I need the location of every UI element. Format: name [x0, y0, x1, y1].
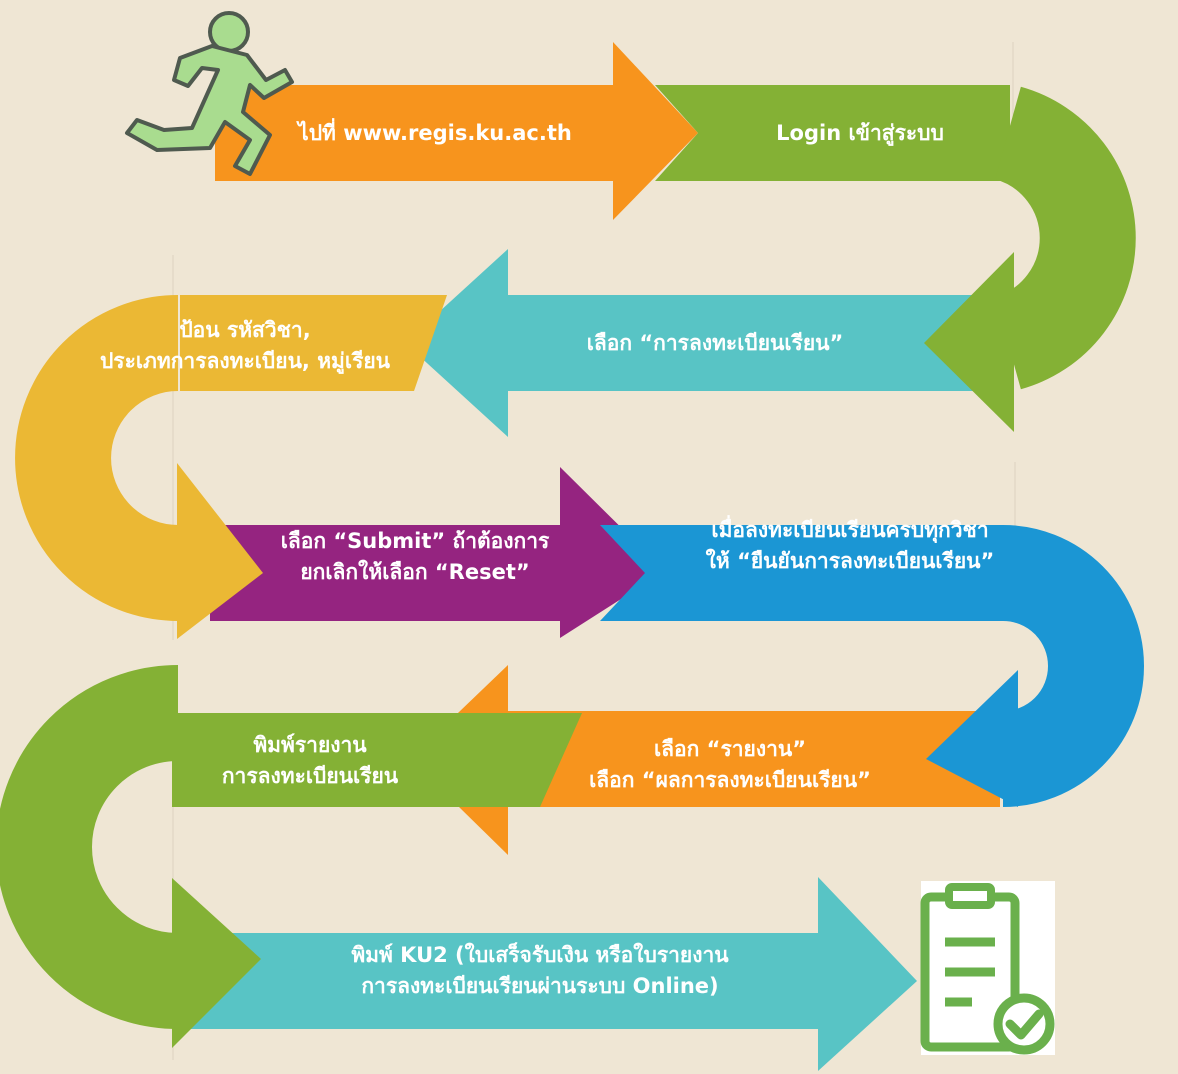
step-login-label: Login เข้าสู่ระบบ — [776, 121, 944, 145]
arrow-login — [655, 85, 1010, 181]
step-print-ku2-label: พิมพ์ KU2 (ใบเสร็จรับเงิน หรือใบรายงาน ก… — [351, 943, 729, 998]
u-turn-row2-row3 — [15, 295, 180, 621]
step-select-registration-label: เลือก “การลงทะเบียนเรียน” — [586, 331, 844, 355]
arrow-submit-reset — [210, 467, 665, 638]
turn-arrowhead-green-right — [924, 252, 1014, 432]
running-man-icon — [125, 11, 294, 176]
arrow-confirm-registration — [600, 525, 1003, 621]
step-submit-reset-label: เลือก “Submit” ถ้าต้องการ ยกเลิกให้เลือก… — [280, 529, 550, 584]
arrow-select-registration — [405, 249, 1003, 437]
turn-arrowhead-blue — [926, 670, 1018, 807]
turn-arrowhead-green — [172, 878, 261, 1048]
arrow-enter-course-info — [180, 295, 447, 391]
step-print-report-label: พิมพ์รายงาน การลงทะเบียนเรียน — [221, 733, 399, 788]
arrow-goto-website — [215, 42, 698, 220]
turn-arrowhead-gold — [177, 463, 263, 639]
arrow-print-ku2 — [175, 877, 917, 1071]
clipboard-check-icon — [920, 881, 1055, 1055]
u-turn-row3-row4 — [0, 665, 180, 1029]
u-turn-row1-row2 — [993, 86, 1136, 390]
arrow-select-report — [410, 665, 1000, 855]
step-enter-course-label: ป้อน รหัสวิชา, ประเภทการลงทะเบียน, หมู่เ… — [99, 318, 391, 373]
step-confirm-registration-label: เมื่อลงทะเบียนเรียนครบทุกวิชา ให้ “ยืนยั… — [705, 518, 995, 573]
arrow-print-report — [172, 713, 582, 807]
u-turn-row3-right — [1001, 525, 1144, 807]
step-goto-website-label: ไปที่ www.regis.ku.ac.th — [298, 121, 572, 145]
step-select-report-label: เลือก “รายงาน” เลือก “ผลการลงทะเบียนเรีย… — [589, 737, 871, 792]
